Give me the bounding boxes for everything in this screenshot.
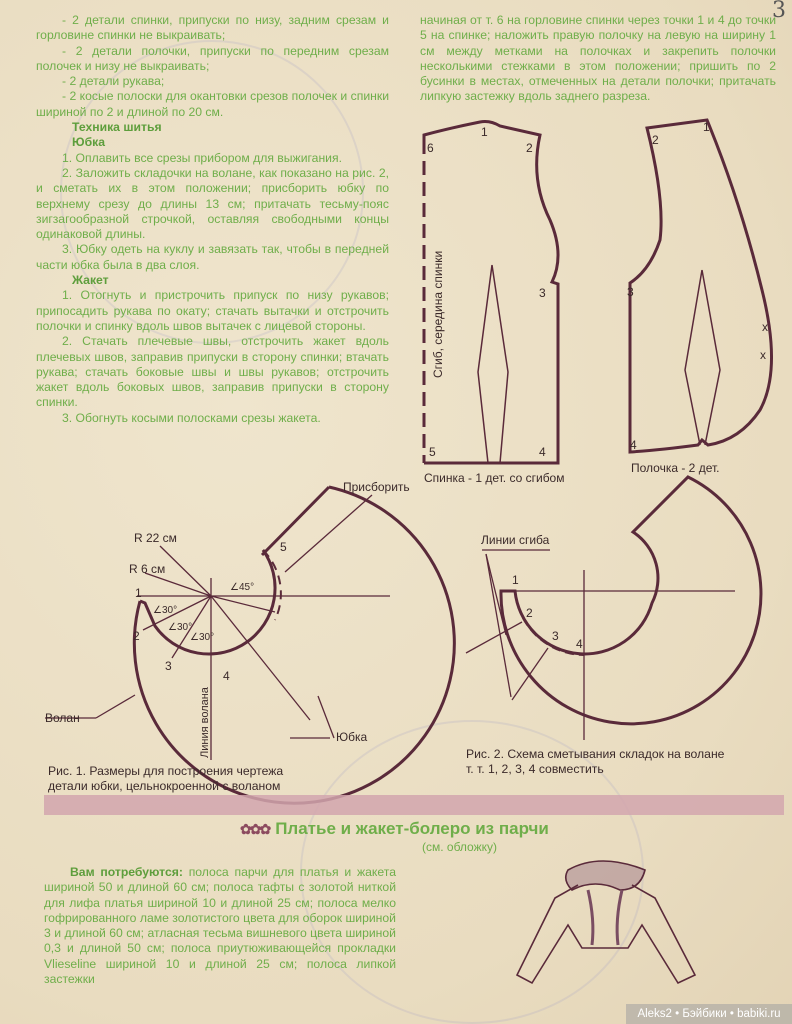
figure1-skirt-pattern [45, 485, 456, 805]
list-item: - 2 детали рукава; [62, 74, 165, 89]
point-label: 4 [539, 445, 546, 459]
fold-label: Сгиб, середина спинки [431, 251, 445, 378]
flower-bullets-icon: ✿✿✿ [240, 821, 271, 837]
point-label: 3 [539, 286, 546, 300]
point-label: 1 [481, 125, 488, 139]
heading-skirt: Юбка [72, 135, 105, 150]
figure2-fold-scheme [465, 475, 763, 740]
skirt-step: 3. Юбку одеть на куклу и завязать так, ч… [36, 242, 389, 272]
list-item: - 2 косые полоски для окантовки срезов п… [36, 89, 389, 119]
heading-technique: Техника шитья [72, 120, 162, 135]
skirt-step: 1. Оплавить все срезы прибором для выжиг… [62, 150, 342, 165]
skirt-label: Юбка [336, 730, 368, 744]
angle-label: ∠30° [168, 622, 192, 633]
figure1-caption: Рис. 1. Размеры для построения чертежа д… [48, 764, 283, 794]
point-label: 2 [526, 141, 533, 155]
flounce-line-label: Линия волана [199, 686, 211, 758]
section-title-text: Платье и жакет-болеро из парчи [275, 819, 549, 838]
bead-mark: x [762, 320, 768, 334]
front-pattern-piece [628, 118, 773, 454]
angle-label: ∠45° [230, 582, 254, 593]
front-caption: Полочка - 2 дет. [631, 461, 719, 475]
caption-line: Рис. 1. Размеры для построения чертежа [48, 764, 284, 778]
materials-body: полоса парчи для платья и жакета шириной… [44, 865, 396, 987]
point-label: 4 [630, 438, 637, 452]
radius-22-label: R 22 см [134, 531, 177, 545]
left-column-text: - 2 детали спинки, припуски по низу, зад… [36, 13, 389, 426]
flounce-label: Волан [45, 711, 80, 725]
bolero-sketch [515, 860, 697, 985]
point-label: 5 [280, 540, 287, 554]
point-label: 5 [429, 445, 436, 459]
point-label: 2 [133, 629, 140, 643]
back-pattern-piece [422, 120, 560, 465]
jacket-step: 3. Обогнуть косыми полосками срезы жакет… [62, 410, 321, 425]
gather-label: Присборить [343, 480, 410, 494]
skirt-step: 2. Заложить складочки на волане, как пок… [36, 165, 389, 242]
fold-lines-label: Линии сгиба [481, 533, 550, 547]
point-label: 1 [703, 120, 710, 134]
point-label: 6 [427, 141, 434, 155]
section-subtitle: (см. обложку) [422, 840, 498, 854]
point-label: 4 [223, 669, 230, 683]
angle-label: ∠30° [190, 632, 214, 643]
point-label: 2 [526, 606, 533, 620]
list-item: - 2 детали полочки, припуски по передним… [36, 43, 389, 73]
page-number: 3 [772, 0, 786, 23]
point-label: 1 [135, 586, 142, 600]
continuation-paragraph: начиная от т. 6 на горловине спинки чере… [420, 13, 776, 104]
right-column-text: начиная от т. 6 на горловине спинки чере… [420, 13, 776, 105]
heading-jacket: Жакет [72, 273, 109, 288]
radius-6-label: R 6 см [129, 562, 165, 576]
point-label: 1 [512, 573, 519, 587]
point-label: 3 [165, 659, 172, 673]
caption-line: Рис. 2. Схема сметывания складок на вола… [466, 747, 725, 761]
jacket-step: 2. Стачать плечевые швы, отстрочить жаке… [36, 334, 389, 410]
point-label: 4 [576, 637, 583, 651]
materials-text: Вам потребуются: полоса парчи для платья… [44, 865, 396, 987]
point-label: 3 [552, 629, 559, 643]
caption-line: т. т. 1, 2, 3, 4 совместить [466, 762, 604, 776]
list-item: - 2 детали спинки, припуски по низу, зад… [36, 13, 389, 43]
point-label: 2 [652, 133, 659, 147]
caption-line: детали юбки, цельнокроенной с воланом [48, 779, 281, 793]
bead-mark: x [760, 348, 766, 362]
section-title: ✿✿✿Платье и жакет-болеро из парчи [240, 819, 549, 839]
back-caption: Спинка - 1 дет. со сгибом [424, 471, 564, 485]
figure2-caption: Рис. 2. Схема сметывания складок на вола… [466, 747, 724, 777]
jacket-step: 1. Отогнуть и пристрочить припуск по низ… [36, 288, 389, 333]
point-label: 3 [627, 285, 634, 299]
watermark: Aleks2 • Бэйбики • babiki.ru [626, 1004, 792, 1024]
angle-label: ∠30° [153, 605, 177, 616]
background-stain [60, 40, 364, 344]
materials-heading: Вам потребуются: [70, 865, 183, 879]
section-divider-band [44, 795, 784, 815]
